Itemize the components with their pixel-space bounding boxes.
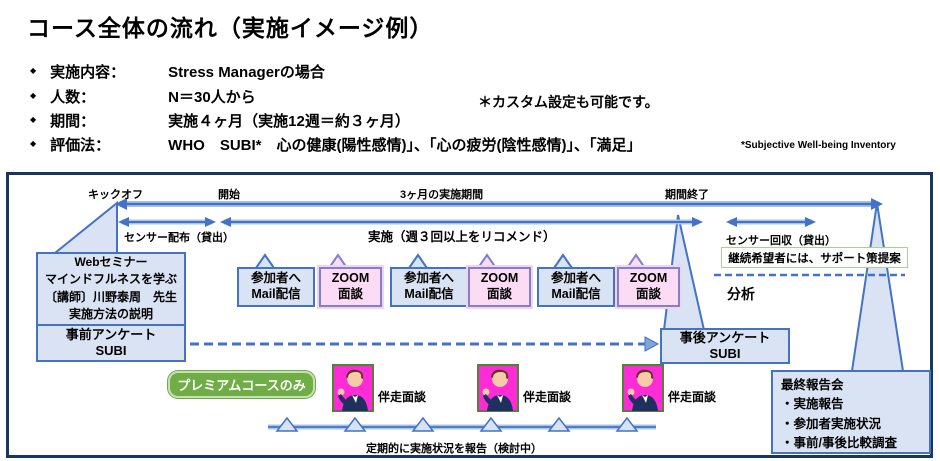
box-line: Mail配信	[404, 287, 454, 301]
bullet-icon: ◆	[30, 66, 37, 75]
bullet-icon: ◆	[30, 91, 37, 100]
counselor-photo-1	[332, 364, 374, 412]
mail-box-1: 参加者へ Mail配信	[237, 267, 315, 307]
bullet-value: WHO SUBI* 心の健康(陽性感情)」、「心の疲労(陰性感情)」、「満足」	[168, 137, 642, 154]
label-end: 期間終了	[665, 189, 709, 201]
box-line: Mail配信	[551, 287, 601, 301]
label-sensor-out: センサー配布（貸出）	[124, 232, 234, 244]
zoom-box-3: ZOOM 面談	[617, 267, 680, 307]
final-report-title: 最終報告会	[781, 378, 844, 392]
analysis-label: 分析	[727, 286, 755, 302]
box-line: 参加者へ	[403, 271, 454, 286]
seminar-line: Webセミナー	[74, 255, 148, 269]
counselor-photo-3	[622, 364, 664, 412]
bullet-period: ◆ 期間： 実施４ヶ月（実施12週＝約３ヶ月）	[30, 110, 410, 131]
accompany-label-2: 伴走面談	[523, 390, 572, 404]
bullet-evaluation: ◆ 評価法： WHO SUBI* 心の健康(陽性感情)」、「心の疲労(陰性感情)…	[30, 134, 641, 155]
box-line: Mail配信	[251, 287, 301, 301]
seminar-line: 〔講師〕川野泰周 先生	[44, 289, 177, 304]
label-sensor-in: センサー回収（貸出）	[726, 235, 836, 247]
label-period: 3ヶ月の実施期間	[400, 189, 484, 201]
periodic-report-note: 定期的に実施状況を報告（検討中）	[366, 443, 542, 455]
bullet-label: 実施内容：	[50, 64, 126, 81]
bullet-label: 評価法：	[50, 137, 111, 154]
box-line: 面談	[635, 287, 661, 301]
subi-footnote: *Subjective Well-being Inventory	[741, 140, 896, 151]
premium-course-badge: プレミアムコースのみ	[168, 371, 315, 398]
pre-survey-section: 事前アンケート SUBI	[38, 326, 184, 360]
final-report-box: 最終報告会 ・実施報告 ・参加者実施状況 ・事前/事後比較調査	[771, 370, 931, 454]
zoom-box-2: ZOOM 面談	[468, 267, 531, 307]
box-line: 面談	[337, 287, 363, 301]
label-implementation: 実施（週３回以上をリコメンド）	[368, 230, 556, 244]
accompany-label-3: 伴走面談	[668, 390, 717, 404]
bullet-icon: ◆	[30, 115, 37, 124]
box-line: 面談	[486, 287, 512, 301]
label-kickoff: キックオフ	[88, 189, 143, 201]
post-survey-box: 事後アンケート SUBI	[660, 328, 790, 364]
zoom-box-1: ZOOM 面談	[319, 267, 382, 307]
seminar-line: マインドフルネスを学ぶ	[44, 272, 177, 287]
pre-survey-label: 事前アンケート	[65, 326, 157, 342]
final-report-item: ・参加者実施状況	[781, 416, 882, 431]
bullet-label: 期間：	[50, 113, 96, 130]
post-survey-label: 事後アンケート	[679, 329, 771, 345]
mail-box-3: 参加者へ Mail配信	[537, 267, 615, 307]
support-proposal-text: 継続希望者には、サポート策提案	[728, 252, 901, 265]
label-start: 開始	[218, 189, 240, 201]
box-line: ZOOM	[480, 271, 519, 286]
bullet-value: 実施４ヶ月（実施12週＝約３ヶ月）	[168, 113, 410, 130]
bullet-icon: ◆	[30, 139, 37, 148]
mail-box-2: 参加者へ Mail配信	[390, 267, 468, 307]
web-seminar-callout: Webセミナー マインドフルネスを学ぶ 〔講師〕川野泰周 先生 実施方法の説明 …	[36, 252, 186, 362]
box-line: 参加者へ	[250, 271, 301, 286]
counselor-photo-2	[477, 364, 519, 412]
premium-course-label: プレミアムコースのみ	[177, 378, 306, 393]
final-report-item: ・実施報告	[781, 397, 844, 412]
accompany-label-1: 伴走面談	[378, 390, 427, 404]
web-seminar-text: Webセミナー マインドフルネスを学ぶ 〔講師〕川野泰周 先生 実施方法の説明	[38, 254, 184, 326]
post-survey-subi: SUBI	[709, 346, 741, 361]
support-proposal-box: 継続希望者には、サポート策提案	[721, 247, 908, 268]
bullet-content: ◆ 実施内容： Stress Managerの場合	[30, 61, 325, 82]
page-title: コース全体の流れ（実施イメージ例）	[27, 15, 434, 41]
final-report-item: ・事前/事後比較調査	[781, 436, 897, 451]
bullet-value: N＝30人から	[168, 89, 256, 106]
bullet-label: 人数：	[50, 89, 96, 106]
bullet-value: Stress Managerの場合	[168, 64, 325, 81]
box-line: ZOOM	[331, 271, 370, 286]
custom-note: ＊カスタム設定も可能です。	[478, 94, 659, 110]
bullet-people: ◆ 人数： N＝30人から	[30, 86, 256, 107]
box-line: 参加者へ	[550, 271, 601, 286]
pre-survey-subi: SUBI	[95, 342, 127, 358]
seminar-line: 実施方法の説明	[68, 307, 153, 322]
box-line: ZOOM	[629, 271, 668, 286]
